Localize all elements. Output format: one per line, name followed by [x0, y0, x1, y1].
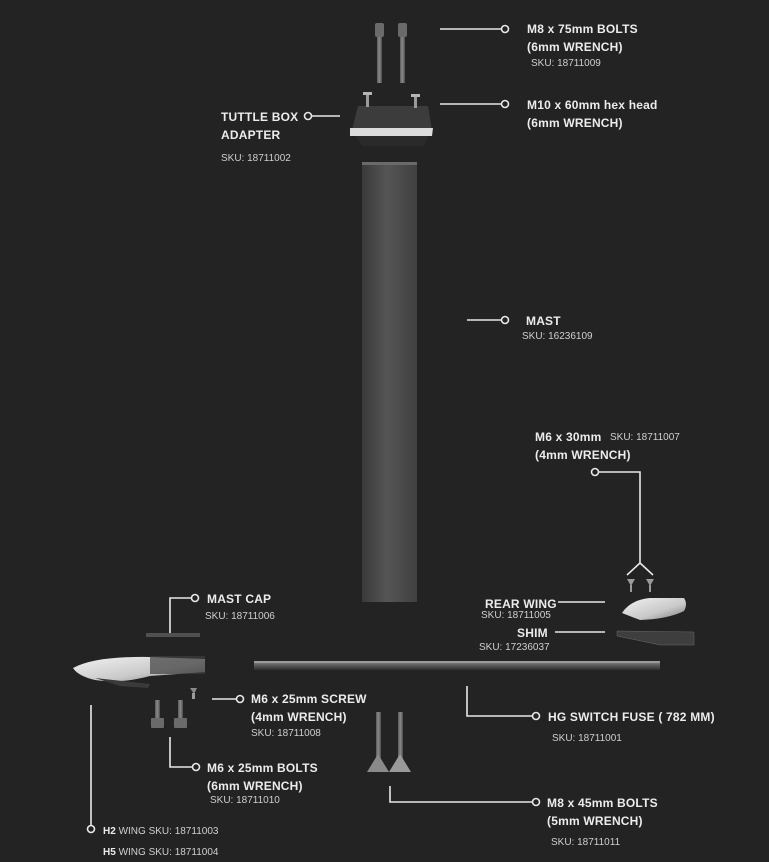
m6-25-screw-title: M6 x 25mm SCREW	[251, 692, 367, 706]
mast-cap-part	[146, 633, 200, 637]
rear-wing-sku: SKU: 18711005	[481, 610, 551, 621]
m8-75-bolts-title: M8 x 75mm BOLTS	[527, 22, 638, 36]
m6-25-screw-note: (4mm WRENCH)	[251, 710, 347, 724]
m6-30-note: (4mm WRENCH)	[535, 448, 631, 462]
m8-75-bolts-sku: SKU: 18711009	[531, 58, 601, 69]
h5-wing-sku: WING SKU: 18711004	[115, 847, 219, 858]
m8-45-bolts-title: M8 x 45mm BOLTS	[547, 796, 658, 810]
front-wing-part	[73, 656, 205, 688]
m6-30-title: M6 x 30mm	[535, 430, 602, 444]
m6-25-bolts-sku: SKU: 18711010	[210, 795, 280, 806]
shim-title: SHIM	[517, 626, 548, 640]
shim-sku: SKU: 17236037	[479, 642, 550, 653]
fuse-part	[254, 661, 660, 670]
m8-45-bolts-sku: SKU: 18711011	[551, 837, 621, 848]
leader-lines	[86, 24, 654, 834]
mast-part	[362, 162, 417, 602]
mast-cap-sku: SKU: 18711006	[205, 611, 275, 622]
mast-title: MAST	[526, 314, 561, 328]
m6-25-bolts-title: M6 x 25mm BOLTS	[207, 761, 318, 775]
m6-25-screw-sku: SKU: 18711008	[251, 728, 321, 739]
hg-fuse-title: HG SWITCH FUSE ( 782 MM)	[548, 710, 715, 724]
m6-30-screws-part	[627, 579, 654, 592]
m10-hex-note: (6mm WRENCH)	[527, 116, 623, 130]
h5-wing-label: H5 WING SKU: 18711004	[103, 847, 218, 859]
mast-cap-title: MAST CAP	[207, 592, 272, 606]
h2-prefix: H2	[103, 826, 116, 837]
tuttle-box-title-1: TUTTLE BOX	[221, 110, 299, 124]
tuttle-box-sku: SKU: 18711002	[221, 153, 291, 164]
tuttle-box-title-2: ADAPTER	[221, 128, 281, 142]
h2-wing-label: H2 WING SKU: 18711003	[103, 826, 218, 838]
m8-45-bolts-part	[367, 712, 411, 772]
shim-part	[616, 630, 695, 646]
m10-hex-title: M10 x 60mm hex head	[527, 98, 658, 112]
rear-wing-title: REAR WING	[485, 597, 557, 611]
h5-prefix: H5	[103, 847, 116, 858]
m8-75-bolts-part	[375, 23, 407, 83]
m6-25-bolts-note: (6mm WRENCH)	[207, 779, 303, 793]
mast-sku: SKU: 16236109	[522, 331, 593, 342]
m6-30-sku: SKU: 18711007	[610, 432, 680, 443]
m6-25-screw-part	[190, 688, 197, 699]
m6-25-bolts-part	[151, 700, 187, 728]
hg-fuse-sku: SKU: 18711001	[552, 733, 622, 744]
rear-wing-part	[622, 598, 686, 620]
m8-75-bolts-note: (6mm WRENCH)	[527, 40, 623, 54]
tuttle-box-adapter-part	[350, 92, 433, 146]
h2-wing-sku: WING SKU: 18711003	[115, 826, 219, 837]
m8-45-bolts-note: (5mm WRENCH)	[547, 814, 643, 828]
